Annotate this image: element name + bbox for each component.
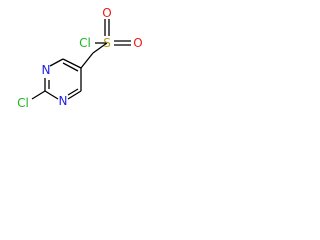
atom-nitrogen-upper: N [42, 63, 51, 77]
atom-oxygen-top: O [102, 6, 111, 20]
bond-ch2-s [92, 42, 108, 54]
bond-c2-n1 [44, 90, 59, 100]
bonds [31, 19, 131, 100]
bond-c2-cl [31, 90, 46, 100]
bond-c5-c4-inner [62, 62, 79, 72]
bond-n1-c6-inner [67, 88, 79, 96]
bond-c5-c4 [62, 58, 82, 69]
atom-cl-sulfonyl: Cl [79, 36, 91, 50]
bond-n1-c6 [67, 90, 82, 100]
atom-oxygen-right: O [133, 36, 142, 50]
atom-labels: Cl S O O N N Cl [17, 6, 143, 110]
atom-nitrogen-lower: N [59, 94, 68, 108]
bond-c4-n3 [49, 58, 64, 67]
atom-sulfur: S [103, 36, 111, 50]
atom-cl-ring: Cl [17, 96, 29, 110]
molecule-structure: Cl S O O N N Cl [17, 6, 143, 110]
bond-ring-ch2 [80, 52, 94, 69]
